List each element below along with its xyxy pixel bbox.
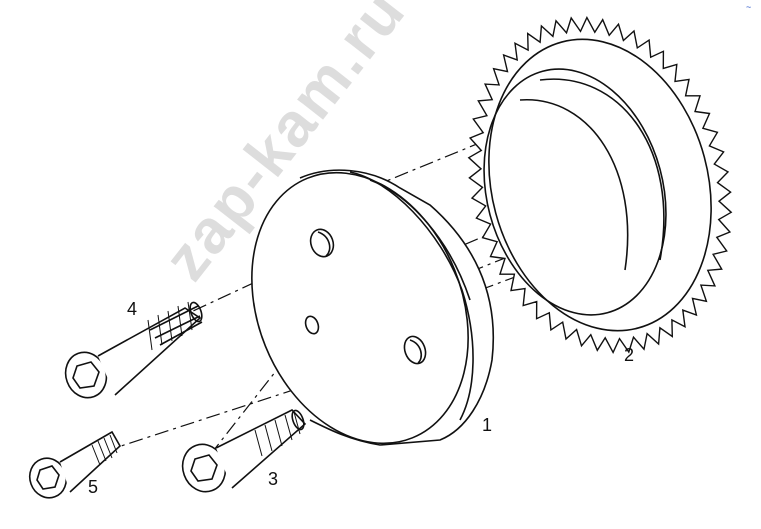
callout-part-2: 2 (624, 345, 635, 365)
hub-flange-part-1 (251, 169, 494, 446)
callout-part-3: 3 (268, 469, 279, 489)
gear-ring-part-2 (467, 16, 733, 354)
bolt-part-3 (181, 409, 307, 493)
gear-teeth-outline (467, 16, 733, 354)
corner-mark: ~ (746, 2, 752, 12)
bolt-hole-center (304, 315, 320, 335)
callout-part-1: 1 (482, 415, 493, 435)
callout-part-4: 4 (127, 299, 138, 319)
callout-part-5: 5 (88, 477, 99, 497)
bolt-hole-lower (403, 335, 427, 365)
bolt-part-5 (28, 430, 122, 499)
bolt-part-4 (64, 301, 203, 399)
